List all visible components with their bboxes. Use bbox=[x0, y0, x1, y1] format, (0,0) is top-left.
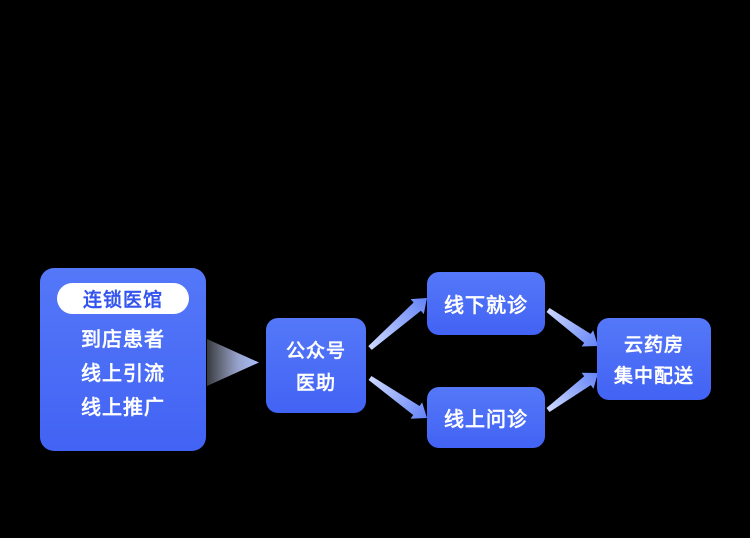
hub-to-offline-arrow bbox=[368, 298, 427, 350]
hub-line-official-account: 公众号 bbox=[285, 341, 346, 362]
online-to-pharmacy-arrow bbox=[546, 372, 598, 412]
offline-visit-label: 线下就诊 bbox=[444, 295, 528, 317]
source-item-online-traffic: 线上引流 bbox=[81, 363, 165, 385]
source-item-online-promotion: 线上推广 bbox=[81, 397, 165, 419]
node-official-account-assistant: 公众号 医助 bbox=[266, 318, 366, 413]
node-chain-clinic: 连锁医馆 到店患者 线上引流 线上推广 bbox=[40, 268, 206, 451]
main-flow-arrow bbox=[207, 339, 259, 386]
online-consultation-label: 线上问诊 bbox=[444, 409, 528, 431]
hub-line-medical-assistant: 医助 bbox=[295, 373, 336, 394]
end-line-central-delivery: 集中配送 bbox=[613, 366, 694, 387]
node-online-consultation: 线上问诊 bbox=[427, 387, 545, 448]
offline-to-pharmacy-arrow bbox=[546, 308, 598, 347]
chain-clinic-badge: 连锁医馆 bbox=[57, 283, 189, 314]
node-offline-visit: 线下就诊 bbox=[427, 272, 545, 335]
node-cloud-pharmacy: 云药房 集中配送 bbox=[597, 318, 711, 400]
source-item-walkin-patients: 到店患者 bbox=[81, 329, 165, 351]
hub-to-online-arrow bbox=[368, 376, 427, 419]
chain-clinic-badge-label: 连锁医馆 bbox=[82, 290, 163, 311]
end-line-cloud-pharmacy: 云药房 bbox=[623, 335, 684, 356]
